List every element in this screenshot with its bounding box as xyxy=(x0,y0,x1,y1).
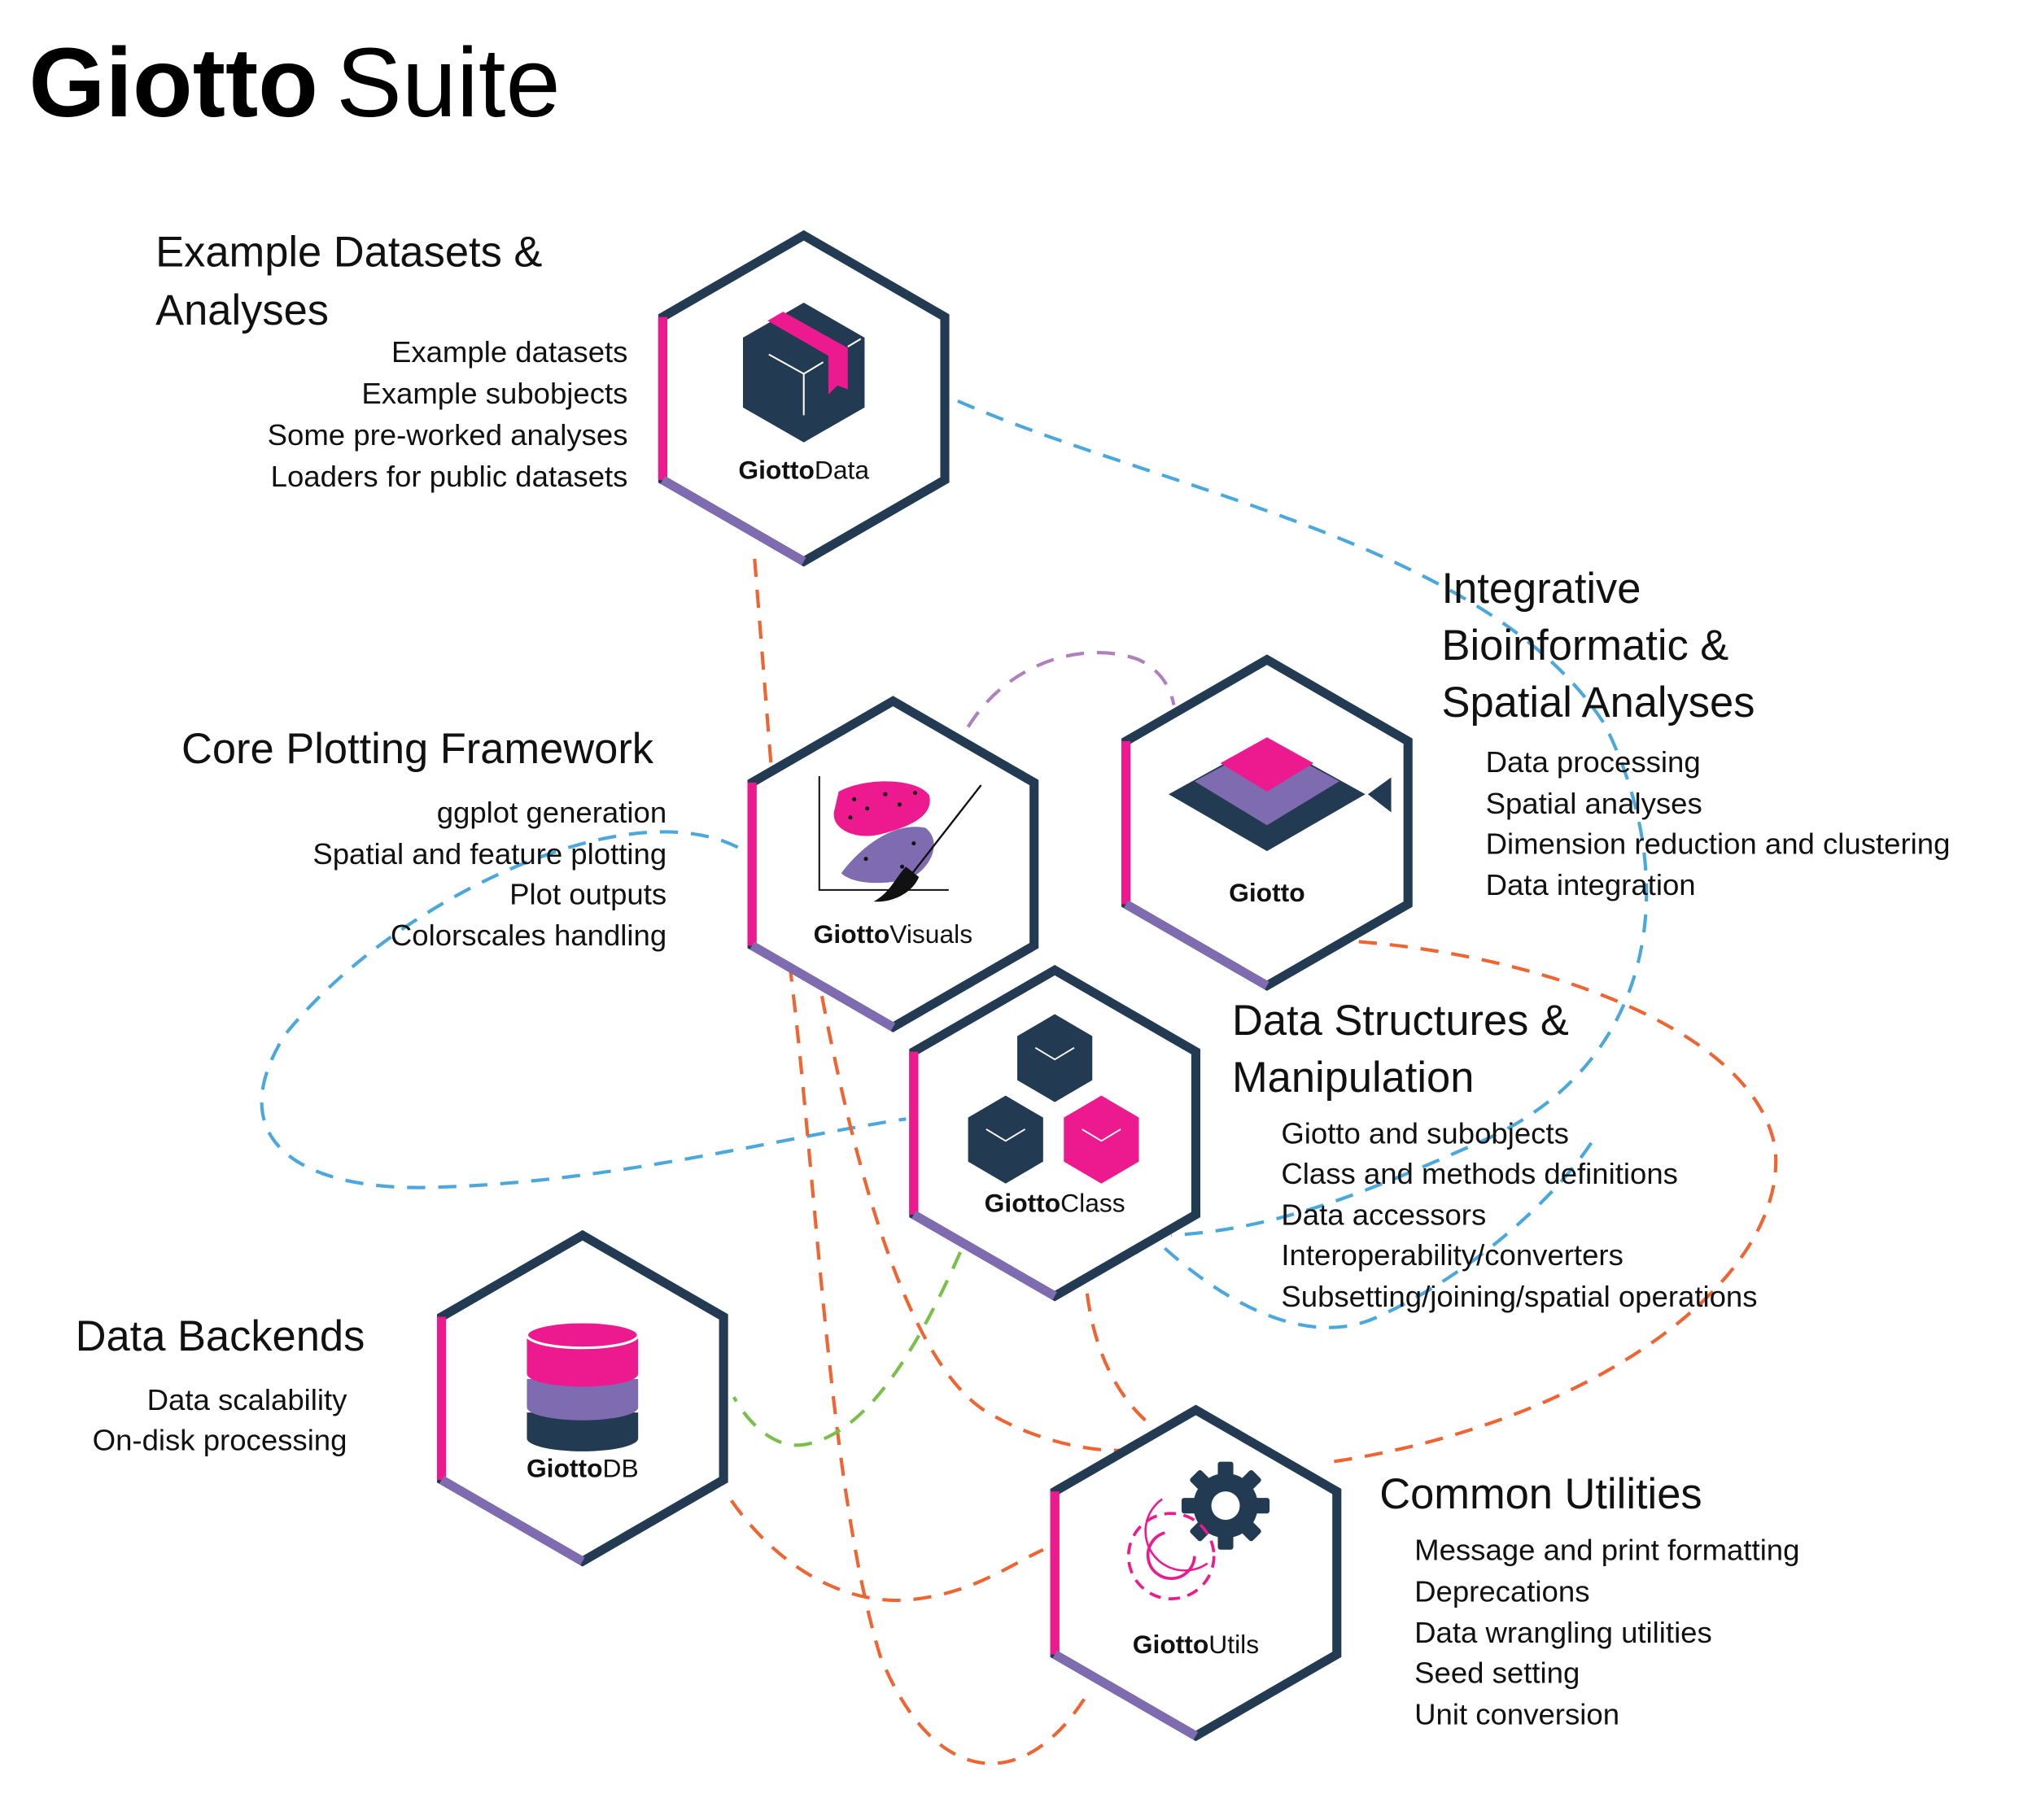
feature-item: Some pre-worked analyses xyxy=(268,418,628,452)
feature-item: Plot outputs xyxy=(509,877,666,910)
database-icon xyxy=(525,1320,640,1451)
connector-orange-visuals-utils-long xyxy=(788,963,1089,1765)
module-giottoclass: GiottoClass Data Structures & Manipulati… xyxy=(914,970,1758,1313)
connector-orange-class-utils xyxy=(1085,1293,1147,1422)
module-heading: Common Utilities xyxy=(1379,1471,1702,1518)
feature-item: Deprecations xyxy=(1414,1574,1589,1608)
module-heading: Integrative xyxy=(1442,565,1641,613)
feature-item: Interoperability/converters xyxy=(1281,1238,1623,1272)
hexagon-frame xyxy=(1055,1410,1337,1736)
connector-orange-giotto-utils xyxy=(1332,940,1778,1464)
cubes-icon xyxy=(968,1014,1139,1184)
feature-item: ggplot generation xyxy=(437,796,666,829)
module-giotto: Giotto Integrative Bioinformatic & Spati… xyxy=(1126,565,1951,986)
module-giottoutils: GiottoUtils Common Utilities Message and… xyxy=(1055,1410,1799,1736)
module-giottovisuals: GiottoVisuals Core Plotting Framework gg… xyxy=(181,701,1034,1028)
module-heading: Core Plotting Framework xyxy=(181,726,654,773)
feature-item: Data processing xyxy=(1486,745,1701,779)
feature-item: Data wrangling utilities xyxy=(1414,1616,1712,1649)
feature-item: Example datasets xyxy=(391,335,628,369)
module-label: GiottoData xyxy=(738,455,869,484)
module-label: Giotto xyxy=(1229,878,1305,907)
module-heading: Spatial Analyses xyxy=(1442,679,1755,727)
feature-item: Data integration xyxy=(1486,868,1696,901)
connectors xyxy=(260,399,1778,1765)
connector-orange-visuals-utils xyxy=(819,995,1139,1452)
feature-item: Giotto and subobjects xyxy=(1281,1116,1569,1150)
feature-item: On-disk processing xyxy=(93,1423,347,1456)
connector-blue-visuals-class xyxy=(260,830,907,1189)
module-heading: Bioinformatic & xyxy=(1442,622,1729,670)
feature-item: Colorscales handling xyxy=(391,919,666,952)
feature-item: Message and print formatting xyxy=(1414,1533,1799,1566)
layers-icon xyxy=(1169,737,1392,852)
module-label: GiottoDB xyxy=(527,1454,639,1483)
feature-item: Loaders for public datasets xyxy=(271,460,628,493)
feature-item: Subsetting/joining/spatial operations xyxy=(1281,1280,1757,1313)
feature-item: Data scalability xyxy=(147,1383,348,1416)
connector-lilac-visuals-giotto xyxy=(966,651,1176,728)
connector-green-class-db xyxy=(732,1251,962,1447)
gears-icon xyxy=(1126,1461,1270,1600)
module-heading: Data Backends xyxy=(76,1313,365,1360)
module-giottodb: GiottoDB Data Backends Data scalability … xyxy=(76,1235,724,1561)
module-label: GiottoVisuals xyxy=(814,919,972,949)
feature-item: Example subobjects xyxy=(361,377,627,410)
connector-orange-db-utils xyxy=(729,1499,1044,1603)
connector-blue-class-loop xyxy=(1163,1137,1596,1329)
module-giottodata: GiottoData Example Datasets & Analyses E… xyxy=(155,229,945,561)
module-heading: Data Structures & xyxy=(1232,997,1569,1045)
package-box-icon xyxy=(742,303,865,443)
feature-item: Data accessors xyxy=(1281,1198,1486,1232)
feature-item: Seed setting xyxy=(1414,1656,1580,1689)
connector-orange-data-visuals xyxy=(753,558,774,770)
connector-blue-data-class xyxy=(957,399,1649,1237)
feature-item: Dimension reduction and clustering xyxy=(1486,827,1951,860)
module-heading: Example Datasets & xyxy=(155,229,542,277)
module-heading: Manipulation xyxy=(1232,1054,1474,1102)
feature-item: Unit conversion xyxy=(1414,1697,1619,1731)
feature-item: Spatial and feature plotting xyxy=(312,837,666,871)
module-label: GiottoClass xyxy=(985,1189,1125,1218)
feature-item: Class and methods definitions xyxy=(1281,1157,1678,1190)
module-heading: Analyses xyxy=(155,287,329,334)
plot-brush-icon xyxy=(818,775,982,902)
feature-item: Spatial analyses xyxy=(1486,787,1702,820)
module-label: GiottoUtils xyxy=(1133,1630,1259,1659)
